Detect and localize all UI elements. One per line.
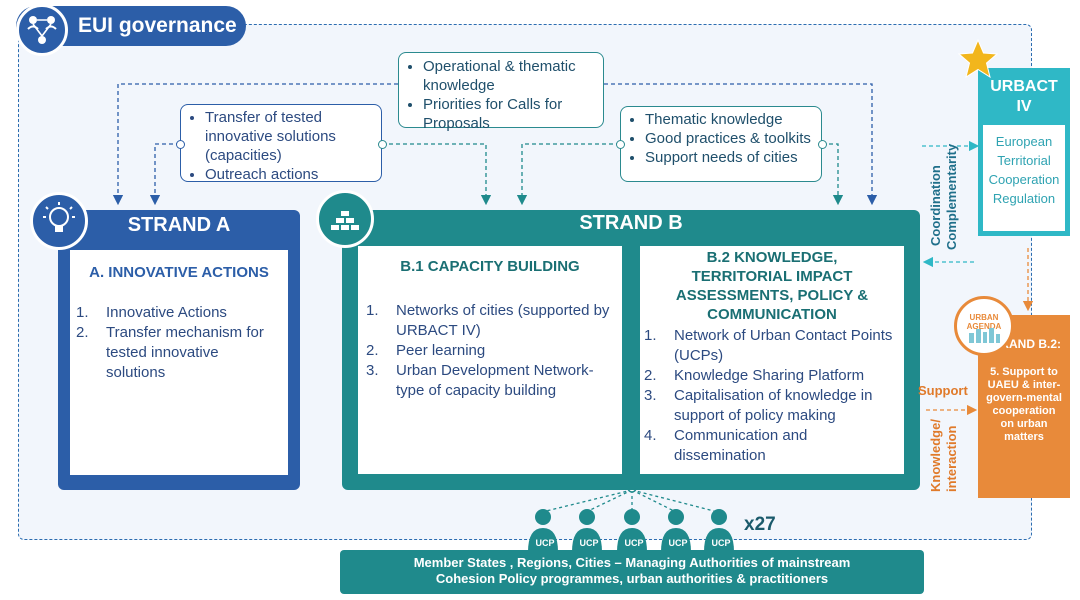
- list-item: 4.Communication and dissemination: [644, 427, 808, 464]
- ucp-label: UCP: [711, 538, 731, 548]
- b1-card: B.1 CAPACITY BUILDING 1.Networks of citi…: [358, 246, 622, 474]
- callout-item: Support needs of cities: [645, 148, 815, 167]
- ucp-label: UCP: [624, 538, 644, 548]
- callout-item: Operational & thematic knowledge: [423, 57, 597, 95]
- ucp-label: UCP: [535, 538, 555, 548]
- urbact-title: URBACT IV: [983, 73, 1065, 125]
- callout-item: Thematic knowledge: [645, 110, 815, 129]
- person-icon: [661, 509, 691, 552]
- bottom-line-1: Member States , Regions, Cities – Managi…: [413, 555, 851, 570]
- list-item: 1.Innovative Actions: [76, 304, 227, 321]
- governance-title: EUI governance: [78, 14, 237, 37]
- callout-thematic-knowledge: Thematic knowledge Good practices & tool…: [620, 106, 822, 182]
- bottom-line-2: Cohesion Policy programmes, urban author…: [435, 571, 829, 586]
- urban-agenda-logo: URBAN AGENDA: [954, 296, 1014, 356]
- connector-dot: [378, 140, 387, 149]
- b1-title: B.1 CAPACITY BUILDING: [400, 258, 580, 275]
- callout-item: Priorities for Calls for Proposals: [423, 95, 597, 133]
- callout-transfer: Transfer of tested innovative solutions …: [180, 104, 382, 184]
- member-states-bar: Member States , Regions, Cities – Managi…: [340, 550, 924, 594]
- strand-b2-side-body: 5. Support to UAEU & inter-govern-mental…: [986, 366, 1062, 443]
- person-icon: [617, 509, 647, 552]
- strand-a-title: STRAND A: [127, 214, 231, 236]
- ucp-persons: [528, 509, 734, 552]
- person-icon: [528, 509, 558, 552]
- callout-item: Good practices & toolkits: [645, 129, 815, 148]
- coordination-label: Coordination: [928, 165, 943, 246]
- list-item: 2.Transfer mechanism for tested innovati…: [76, 324, 264, 381]
- connector-dot: [818, 140, 827, 149]
- complementarity-label: Complementarity: [944, 143, 959, 250]
- list-item: 1.Network of Urban Contact Points (UCPs): [644, 327, 893, 364]
- lightbulb-icon: [30, 192, 88, 250]
- list-item: 2.Peer learning: [366, 342, 486, 359]
- urban-agenda-text: URBAN AGENDA: [966, 313, 1002, 331]
- connector-dot: [616, 140, 625, 149]
- strand-b-title: STRAND B: [579, 212, 683, 234]
- ucp-label: UCP: [579, 538, 599, 548]
- callout-item: Outreach actions: [205, 165, 375, 184]
- star-icon: [957, 38, 999, 79]
- person-icon: [572, 509, 602, 552]
- person-icon: [704, 509, 734, 552]
- list-item: 3.Capitalisation of knowledge in support…: [644, 387, 873, 424]
- connector-dot: [176, 140, 185, 149]
- bricks-icon: [316, 190, 374, 248]
- ucp-count: x27: [744, 514, 776, 535]
- governance-network-icon: [16, 4, 68, 56]
- knowledge-label: Knowledge/: [928, 419, 943, 492]
- city-skyline-icon: [969, 328, 1000, 343]
- callout-item: Transfer of tested innovative solutions …: [205, 108, 375, 165]
- ucp-group: UCP UCP UCP UCP UCP: [524, 508, 744, 559]
- list-item: 2.Knowledge Sharing Platform: [644, 367, 865, 384]
- list-item: 1.Networks of cities (supported by URBAC…: [366, 302, 610, 339]
- b2-title: B.2 KNOWLEDGE, TERRITORIAL IMPACT ASSESS…: [675, 249, 869, 323]
- ucp-label: UCP: [668, 538, 688, 548]
- urbact-body: European Territorial Cooperation Regulat…: [988, 134, 1060, 206]
- b2-card: B.2 KNOWLEDGE, TERRITORIAL IMPACT ASSESS…: [640, 246, 904, 474]
- list-item: 3.Urban Development Network-type of capa…: [366, 362, 594, 399]
- strand-a-card: A. INNOVATIVE ACTIONS 1.Innovative Actio…: [70, 250, 288, 475]
- interaction-label: interaction: [944, 425, 959, 492]
- callout-operational-knowledge: Operational & thematic knowledge Priorit…: [398, 52, 604, 132]
- support-label: Support: [918, 383, 968, 398]
- strand-a-card-title: A. INNOVATIVE ACTIONS: [89, 264, 269, 281]
